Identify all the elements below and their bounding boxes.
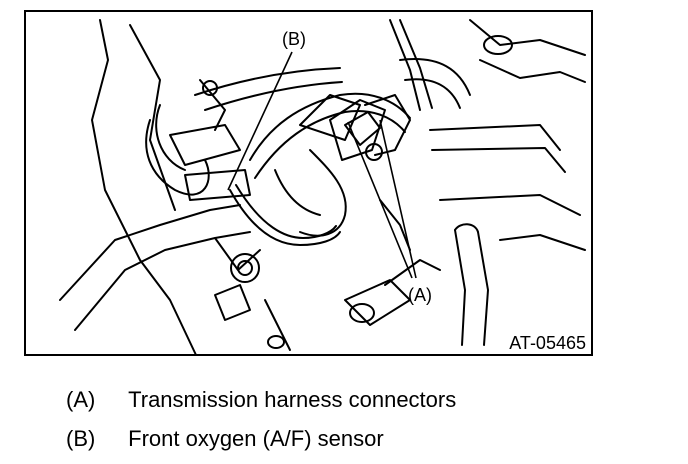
upper-pipe-edge: [204, 81, 343, 111]
leader-line-a1: [347, 121, 413, 279]
leader-line-a2: [379, 119, 417, 279]
vertical-tube-edge: [477, 231, 489, 346]
right-elbow-pipe: [399, 58, 471, 96]
right-top-housing: [469, 19, 586, 56]
lower-rod: [264, 299, 291, 351]
connector-bolt: [365, 143, 383, 161]
connector-block: [299, 94, 361, 141]
engine-linework: [59, 19, 586, 356]
lower-rod-end: [267, 335, 285, 349]
round-fitting-inner: [237, 260, 253, 276]
legend-key: (B): [66, 426, 96, 451]
left-body-panel: [91, 19, 197, 356]
harness-loop-inner: [155, 104, 186, 171]
bracket: [169, 124, 241, 166]
lower-left-beam: [59, 204, 241, 301]
small-bracket: [214, 284, 251, 321]
leader-lines: [227, 51, 417, 279]
figure-code: AT-05465: [509, 333, 586, 353]
callout-b: (B): [282, 29, 306, 49]
connector-block-3: [364, 94, 411, 156]
vertical-rod: [389, 19, 421, 111]
transmission-case: [299, 149, 347, 237]
harness-loop: [145, 119, 210, 196]
case-contour: [274, 169, 321, 216]
diagram-frame: [24, 10, 593, 356]
legend-item-a: (A) Transmission harness connectors: [66, 387, 456, 413]
bottom-link: [384, 259, 441, 286]
cylinder-end: [349, 303, 375, 323]
callout-a: (A): [408, 285, 432, 305]
mid-bracket: [379, 199, 411, 251]
right-elbow-pipe-inner: [404, 78, 461, 109]
clip-bracket: [184, 169, 251, 201]
top-hose-lower: [254, 110, 406, 179]
right-top-housing-edge: [479, 59, 586, 83]
figure-code-bg: [498, 330, 590, 352]
right-lower-line: [499, 234, 586, 251]
legend-text: Transmission harness connectors: [128, 387, 457, 412]
bottom-cylinder: [344, 279, 411, 326]
vertical-rod-edge: [399, 19, 433, 109]
right-hose: [429, 124, 561, 151]
right-cross-pipe: [439, 194, 581, 216]
vertical-tube: [454, 229, 466, 346]
sensor-cable: [229, 189, 341, 246]
legend-item-b: (B) Front oxygen (A/F) sensor: [66, 426, 384, 452]
legend-key: (A): [66, 387, 96, 412]
sensor-cable-edge: [235, 184, 337, 239]
leader-line-b: [227, 51, 293, 191]
lower-left-beam-edge: [74, 231, 251, 331]
upper-pipe: [194, 67, 341, 96]
left-panel-edge: [129, 24, 176, 211]
top-hose: [249, 92, 411, 161]
legend-text: Front oxygen (A/F) sensor: [128, 426, 384, 451]
right-hose-lower: [431, 147, 566, 173]
round-fitting: [230, 253, 260, 283]
vertical-tube-cap: [454, 223, 479, 233]
fitting: [483, 35, 513, 55]
